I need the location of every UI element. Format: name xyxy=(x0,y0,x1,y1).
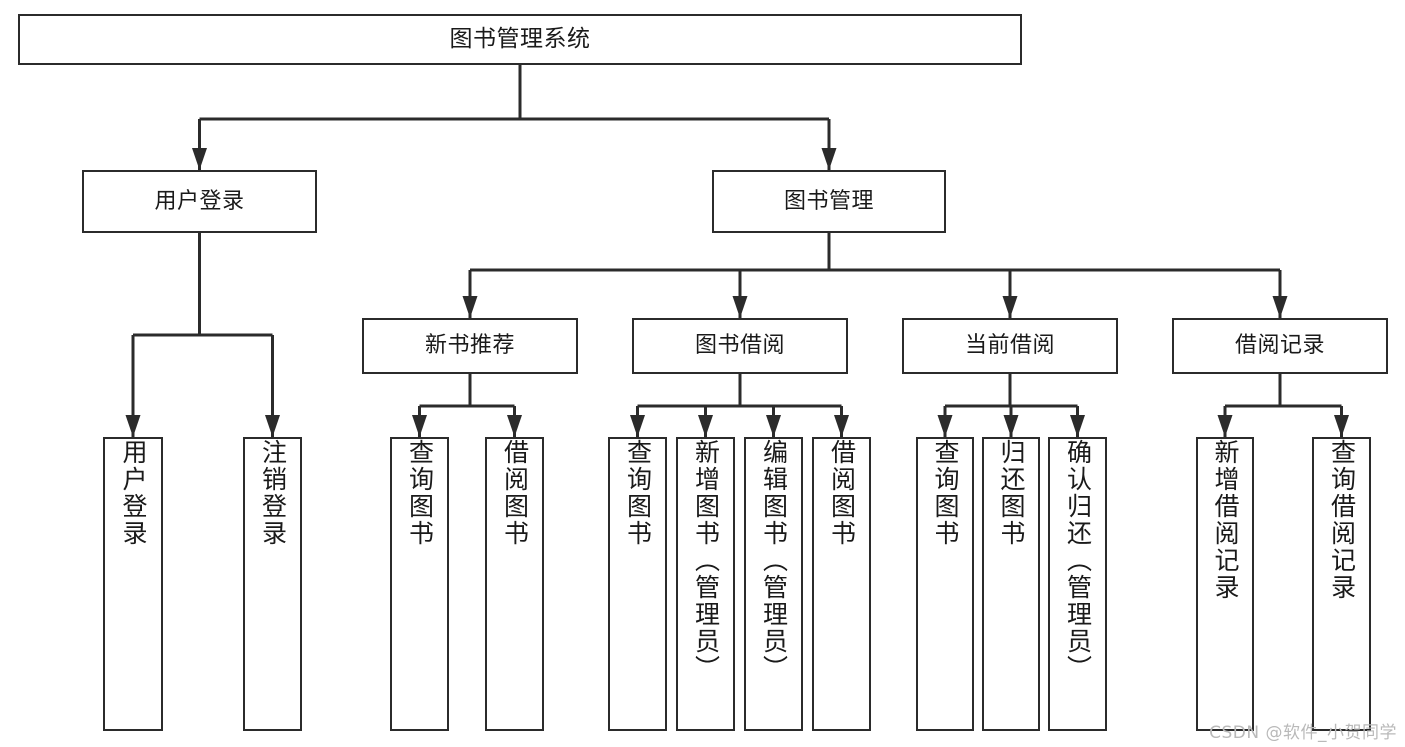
arrow-head-icon xyxy=(937,415,953,437)
node-leaf-query-book-1[interactable]: 查询图书 xyxy=(390,437,449,731)
node-book-borrow[interactable]: 图书借阅 xyxy=(632,318,848,374)
node-label: 借阅图书 xyxy=(500,439,530,547)
node-leaf-add-record[interactable]: 新增借阅记录 xyxy=(1196,437,1254,731)
node-label: 查询借阅记录 xyxy=(1327,439,1357,601)
node-label: 图书管理 xyxy=(783,188,874,214)
node-leaf-borrow-book-2[interactable]: 借阅图书 xyxy=(812,437,871,731)
node-label: 查询图书 xyxy=(931,439,960,547)
arrow-head-icon xyxy=(1003,415,1019,437)
arrow-head-icon xyxy=(1070,415,1085,437)
node-leaf-query-book-2[interactable]: 查询图书 xyxy=(608,437,667,731)
arrow-head-icon xyxy=(732,296,748,318)
arrow-head-icon xyxy=(507,415,522,437)
node-label: 图书借阅 xyxy=(694,333,785,358)
node-borrow-record[interactable]: 借阅记录 xyxy=(1172,318,1388,374)
node-label: 用户登录 xyxy=(154,188,245,214)
node-label: 确认归还（管理员） xyxy=(1063,439,1093,682)
node-new-book-recommend[interactable]: 新书推荐 xyxy=(362,318,578,374)
node-label: 查询图书 xyxy=(405,439,435,547)
node-leaf-query-record[interactable]: 查询借阅记录 xyxy=(1312,437,1371,731)
node-book-manage[interactable]: 图书管理 xyxy=(712,170,946,233)
arrow-head-icon xyxy=(821,148,837,170)
arrow-head-icon xyxy=(698,415,713,437)
node-leaf-logout[interactable]: 注销登录 xyxy=(243,437,302,731)
arrow-head-icon xyxy=(630,415,645,437)
arrow-head-icon xyxy=(1217,415,1233,437)
node-leaf-user-login[interactable]: 用户登录 xyxy=(103,437,163,731)
node-leaf-confirm-return[interactable]: 确认归还（管理员） xyxy=(1048,437,1107,731)
node-root-system[interactable]: 图书管理系统 xyxy=(18,14,1022,65)
node-label: 新增借阅记录 xyxy=(1211,439,1240,601)
node-leaf-borrow-book-1[interactable]: 借阅图书 xyxy=(485,437,544,731)
node-leaf-edit-book[interactable]: 编辑图书（管理员） xyxy=(744,437,803,731)
arrow-head-icon xyxy=(834,415,849,437)
arrow-head-icon xyxy=(265,415,280,437)
node-label: 当前借阅 xyxy=(964,333,1055,358)
node-label: 归还图书 xyxy=(997,439,1026,547)
arrow-head-icon xyxy=(125,415,141,437)
node-user-login[interactable]: 用户登录 xyxy=(82,170,317,233)
node-current-borrow[interactable]: 当前借阅 xyxy=(902,318,1118,374)
arrow-head-icon xyxy=(1272,296,1288,318)
arrow-head-icon xyxy=(1002,296,1018,318)
arrow-head-icon xyxy=(192,148,207,170)
node-leaf-query-book-3[interactable]: 查询图书 xyxy=(916,437,974,731)
node-label: 借阅图书 xyxy=(827,439,857,547)
watermark-text: CSDN @软件_小贺同学 xyxy=(1209,723,1397,743)
node-leaf-add-book[interactable]: 新增图书（管理员） xyxy=(676,437,735,731)
node-label: 用户登录 xyxy=(119,439,148,547)
node-label: 注销登录 xyxy=(258,439,288,547)
node-label: 图书管理系统 xyxy=(449,26,591,52)
node-label: 新增图书（管理员） xyxy=(691,439,721,682)
node-label: 新书推荐 xyxy=(424,333,515,358)
node-leaf-return-book[interactable]: 归还图书 xyxy=(982,437,1040,731)
arrow-head-icon xyxy=(412,415,427,437)
arrow-head-icon xyxy=(1334,415,1349,437)
node-label: 查询图书 xyxy=(623,439,653,547)
node-label: 编辑图书（管理员） xyxy=(759,439,789,682)
node-label: 借阅记录 xyxy=(1234,333,1325,358)
arrow-head-icon xyxy=(462,296,478,318)
arrow-head-icon xyxy=(766,415,781,437)
